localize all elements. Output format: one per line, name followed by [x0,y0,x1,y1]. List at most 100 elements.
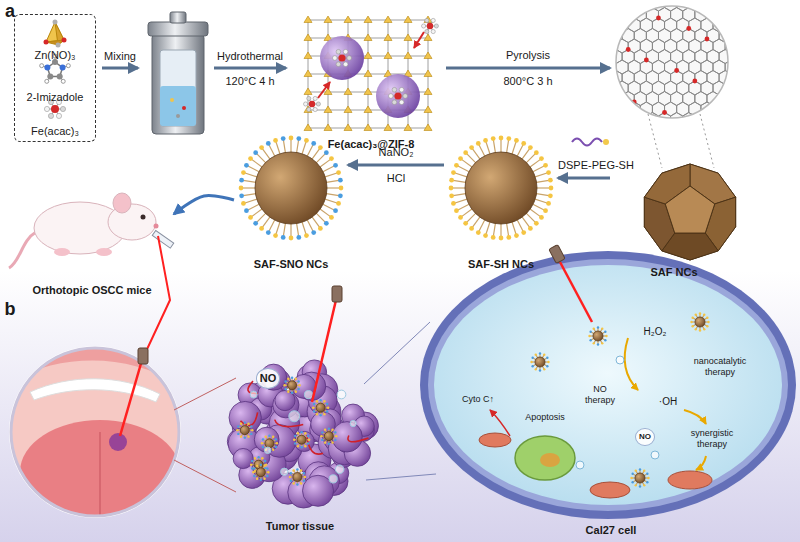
illustration-part [304,445,306,447]
illustration-part [229,401,261,433]
illustration-part [275,390,295,410]
illustration-part [499,236,504,241]
illustration-part [287,391,289,393]
illustration-part [54,248,70,256]
illustration-part [266,141,271,146]
illustration-part [57,73,63,79]
illustration-part [152,34,204,134]
tumor-cluster [227,360,378,508]
illustration-part [11,348,179,516]
illustration-part [318,226,323,231]
illustration-part [253,467,255,469]
illustration-part [534,150,539,155]
illustration-part [298,384,300,386]
illustration-part [514,233,519,238]
illustration-part [364,16,372,23]
cell-nanocrystals [530,312,709,487]
illustration-part [96,248,112,256]
illustration-part [610,8,622,22]
illustration-part [99,432,101,515]
illustration-part [647,477,649,479]
illustration-part [463,150,468,155]
illustration-part [531,365,533,367]
illustration-part [241,170,246,175]
reagent-label: HCl [387,172,405,185]
illustration-part [364,70,372,77]
illustration-part [719,92,731,106]
illustration-part [152,231,173,249]
illustration-part [454,208,459,213]
illustration-part [293,439,295,441]
illustration-part [304,52,312,59]
mouse [9,193,174,268]
illustration-part [268,435,270,437]
leader-line [174,460,236,492]
illustration-part [324,150,329,155]
illustration-part [483,233,488,238]
reagent-name: 2-Imizadole [15,91,95,104]
illustration-part [176,114,180,118]
illustration-part [61,79,65,83]
saf-sh-nanocrystal: SAF-SH NCs [446,130,556,272]
autoclave [148,12,208,134]
illustration-part [451,170,456,175]
illustration-part [646,473,648,475]
illustration-part [307,96,311,100]
single-atom-graphene [604,0,737,127]
illustration-part [548,193,553,198]
illustration-part [296,468,298,470]
illustration-part [62,38,67,43]
illustration-part [255,152,327,224]
illustration-part [543,368,545,370]
oral-cavity-inset [5,342,185,524]
illustration-part [528,145,533,150]
illustration-part [320,435,322,437]
illustration-part [240,412,257,425]
tumor-tissue: Tumor tissue [215,338,385,534]
illustration-part [651,451,659,459]
illustration-part [674,68,679,73]
illustration-part [404,52,412,59]
illustration-part [643,469,645,471]
illustration-part [725,81,737,95]
illustration-part [491,136,496,141]
illustration-part [593,327,595,329]
illustration-part [420,251,796,519]
illustration-part [403,94,408,99]
illustration-part [576,461,584,469]
illustration-part [639,485,641,487]
illustration-part [695,113,707,127]
illustration-part [289,136,294,141]
illustration-part [662,110,667,115]
species-label: H₂O₂ [644,326,667,338]
illustration-part [300,482,302,484]
illustration-part [313,403,315,405]
illustration-part [253,475,255,477]
illustration-part [335,465,343,473]
illustration-part [539,352,541,354]
laser-beam [142,236,170,360]
illustration-part [266,230,271,235]
illustration-part [46,40,64,45]
illustration-part [499,136,504,141]
illustration-part [723,89,728,94]
illustration-part [424,52,432,59]
illustration-part [289,476,291,478]
injection-arrow [174,196,234,214]
illustration-part [250,463,252,465]
illustration-part [281,468,288,475]
nitrosation-arrow [348,164,444,167]
illustration-part [291,392,293,394]
illustration-part [560,262,592,322]
saf-nanocrystal: SAF NCs [612,4,736,280]
illustration-part [262,446,264,448]
illustration-part [297,432,299,434]
illustration-part [376,74,420,118]
illustration-part [309,101,315,107]
illustration-part [638,5,643,10]
leader-line [366,474,436,480]
caption-text: SAF NCs [650,266,697,279]
illustration-part [253,221,258,226]
illustration-part [295,378,297,380]
illustration-part [259,226,264,231]
